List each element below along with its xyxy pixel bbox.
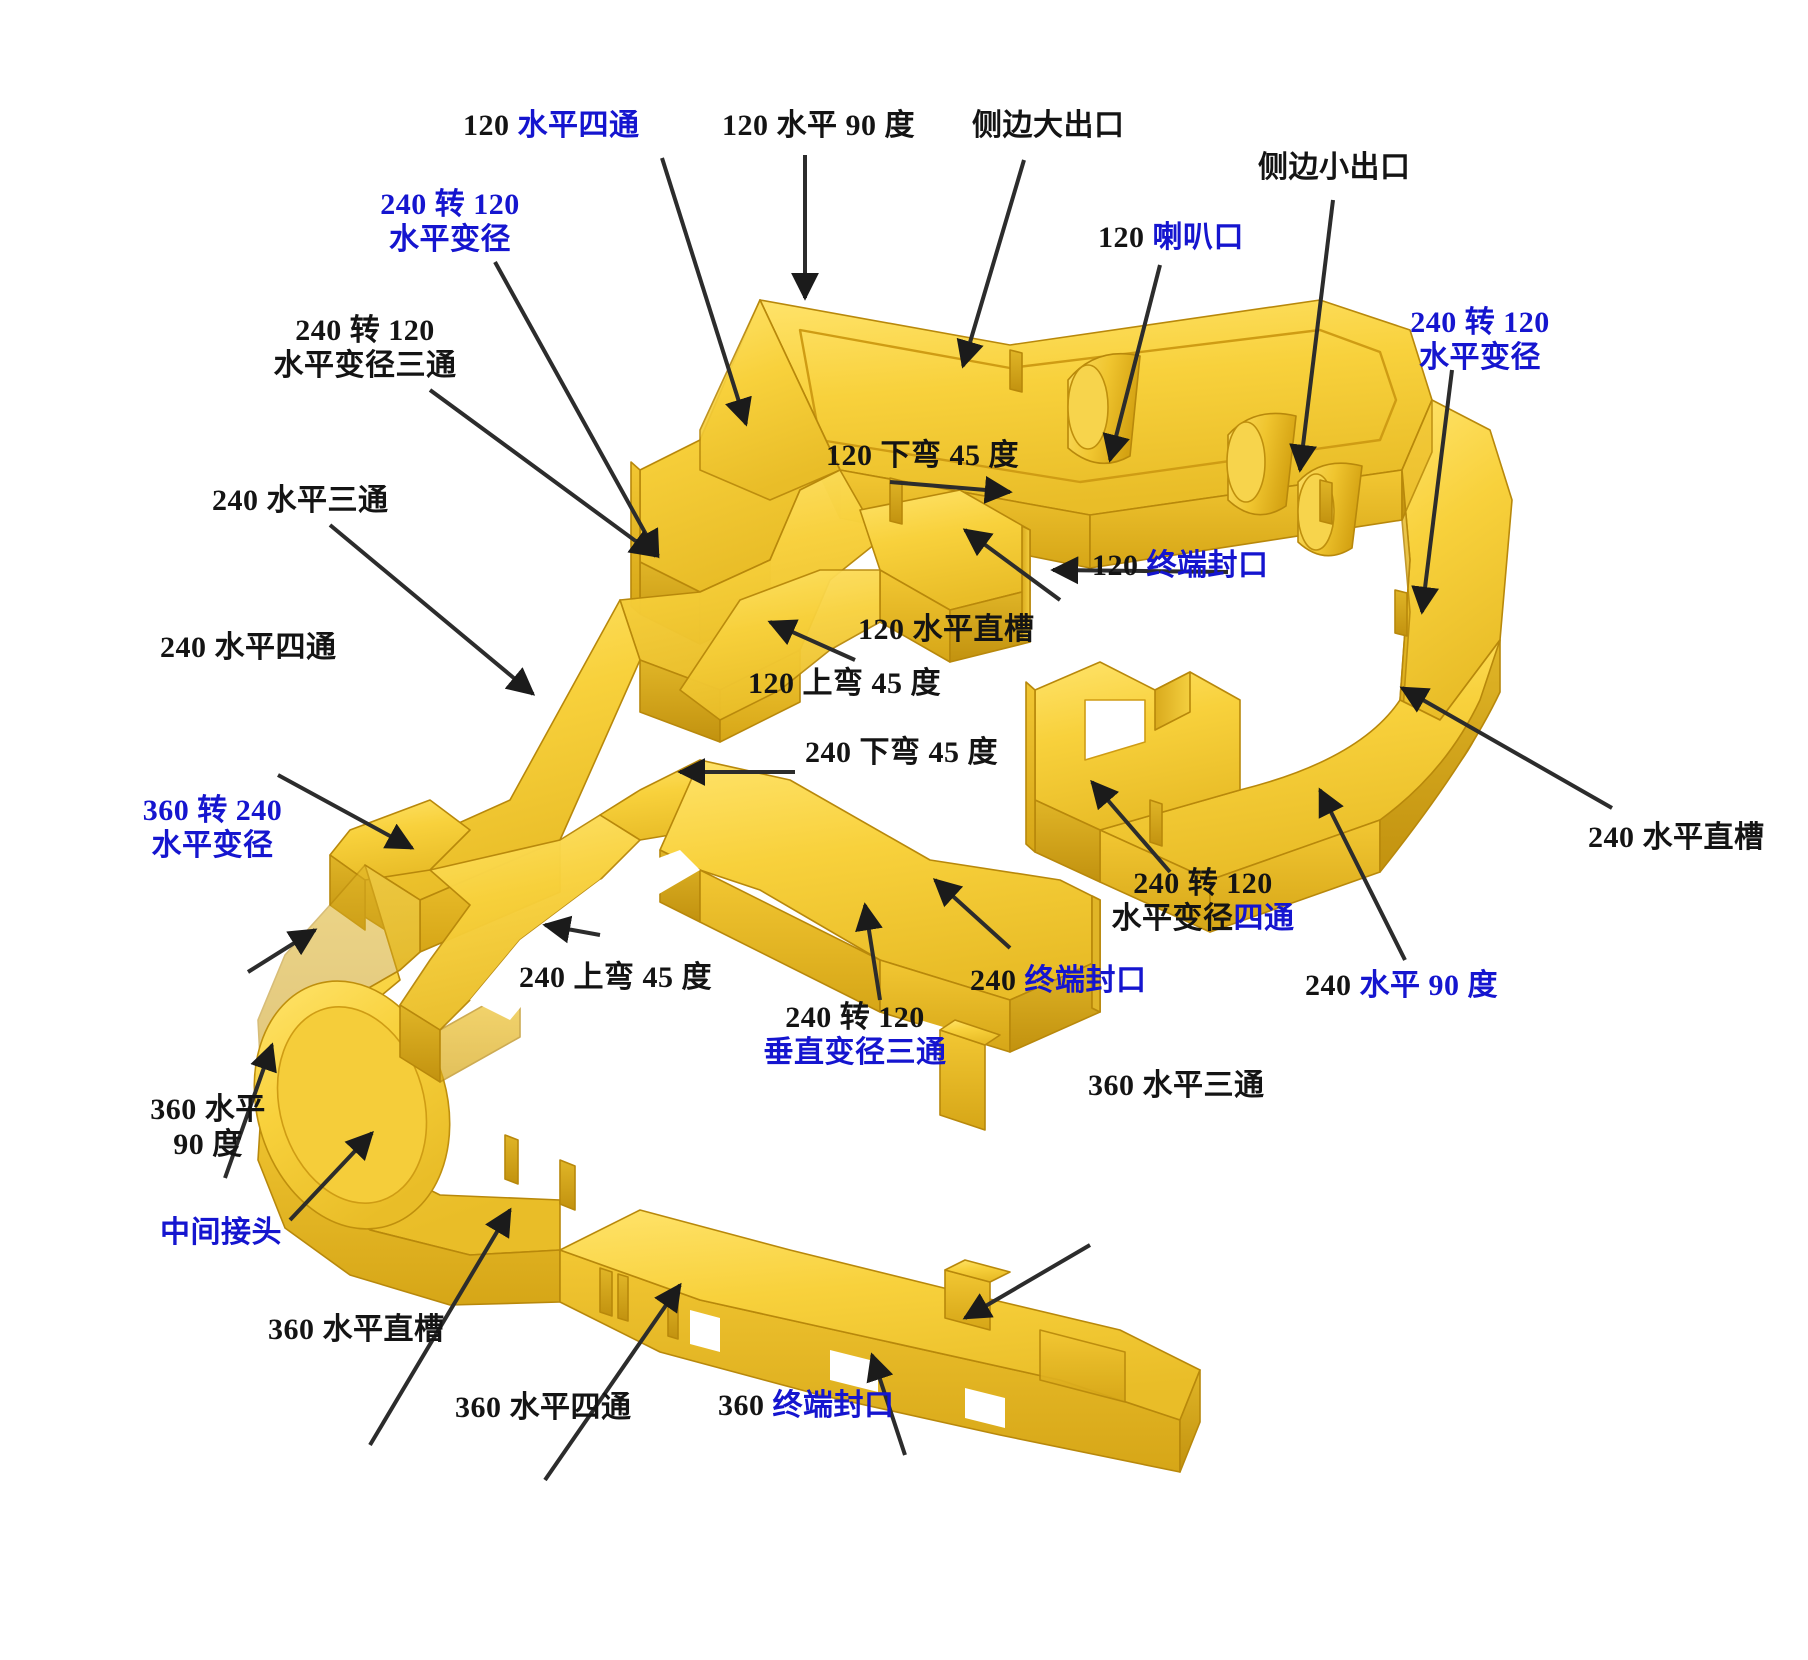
label-240-to-120-horizontal-reducer-upper-left: 240 转 120 水平变径 <box>380 188 520 257</box>
label-240-horizontal-cross: 240 水平四通 <box>160 631 337 664</box>
label-120-down-bend-45-degree: 120 下弯 45 度 <box>826 439 1019 472</box>
label-240-down-bend-45-degree: 240 下弯 45 度 <box>805 736 998 769</box>
label-240-up-bend-45-degree: 240 上弯 45 度 <box>519 961 712 994</box>
label-120-horizontal-straight-trough: 120 水平直槽 <box>858 613 1035 646</box>
label-120-horizontal-90-degree: 120 水平 90 度 <box>722 109 915 142</box>
label-240-to-120-horizontal-reducing-tee: 240 转 120 水平变径三通 <box>273 314 457 383</box>
label-240-horizontal-straight-trough: 240 水平直槽 <box>1588 821 1765 854</box>
label-120-bell-mouth: 120 喇叭口 <box>1098 221 1244 254</box>
label-240-horizontal-tee: 240 水平三通 <box>212 484 389 517</box>
label-120-end-cap: 120 终端封口 <box>1092 549 1269 582</box>
label-120-horizontal-cross: 120 水平四通 <box>463 109 640 142</box>
label-240-end-cap: 240 终端封口 <box>970 964 1147 997</box>
label-360-horizontal-tee: 360 水平三通 <box>1088 1069 1265 1102</box>
label-120-up-bend-45-degree: 120 上弯 45 度 <box>748 667 941 700</box>
label-middle-joint: 中间接头 <box>160 1216 282 1249</box>
label-240-horizontal-90-degree: 240 水平 90 度 <box>1305 969 1498 1002</box>
label-side-small-outlet: 侧边小出口 <box>1258 151 1411 184</box>
label-360-end-cap: 360 终端封口 <box>718 1389 895 1422</box>
label-360-to-240-horizontal-reducer: 360 转 240 水平变径 <box>142 794 283 863</box>
label-360-horizontal-90-degree: 360 水平 90 度 <box>150 1093 266 1162</box>
label-side-large-outlet: 侧边大出口 <box>972 109 1125 142</box>
label-240-to-120-vertical-reducing-tee: 240 转 120 垂直变径三通 <box>763 1001 947 1070</box>
label-360-horizontal-cross: 360 水平四通 <box>455 1391 632 1424</box>
label-360-horizontal-straight-trough: 360 水平直槽 <box>268 1313 445 1346</box>
label-240-to-120-horizontal-reducer-right: 240 转 120 水平变径 <box>1410 306 1550 375</box>
label-240-to-120-horizontal-reducing-cross: 240 转 120 水平变径四通 <box>1111 867 1295 936</box>
